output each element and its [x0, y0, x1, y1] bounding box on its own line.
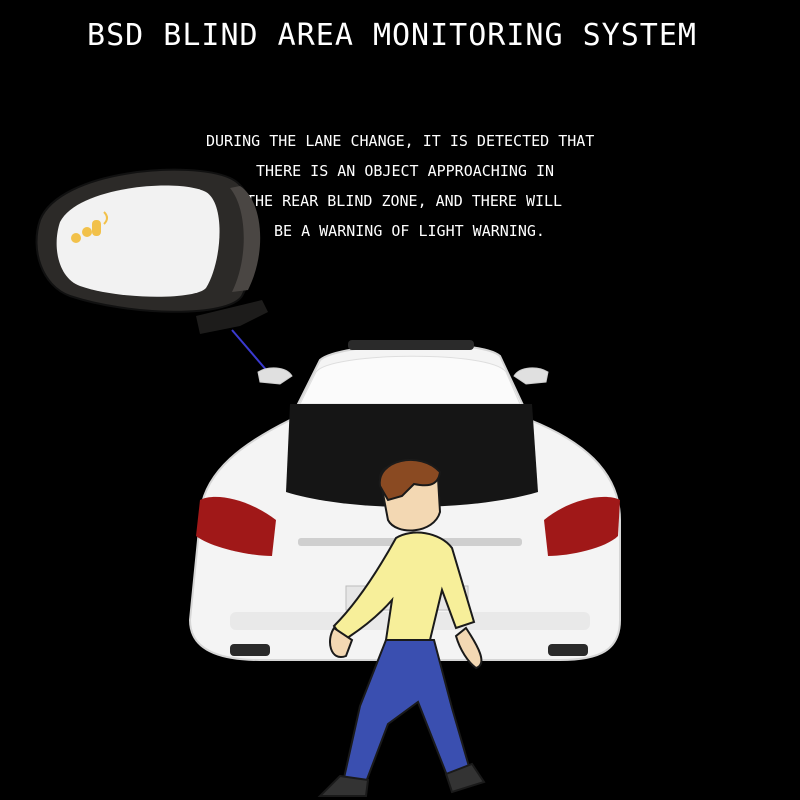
- description-line: DURING THE LANE CHANGE, IT IS DETECTED T…: [206, 132, 595, 150]
- walking-person: [317, 458, 486, 797]
- page-title: BSD BLIND AREA MONITORING SYSTEM: [87, 18, 697, 53]
- description-line: THE REAR BLIND ZONE, AND THERE WILL: [246, 192, 563, 210]
- connector-line: [231, 329, 269, 373]
- description-line: THERE IS AN OBJECT APPROACHING IN: [256, 162, 555, 180]
- feature-description: DURING THE LANE CHANGE, IT IS DETECTED T…: [200, 126, 640, 246]
- blind-spot-warning-icon: [71, 211, 108, 243]
- side-mirror: [35, 168, 268, 334]
- description-line: BE A WARNING OF LIGHT WARNING.: [274, 222, 545, 240]
